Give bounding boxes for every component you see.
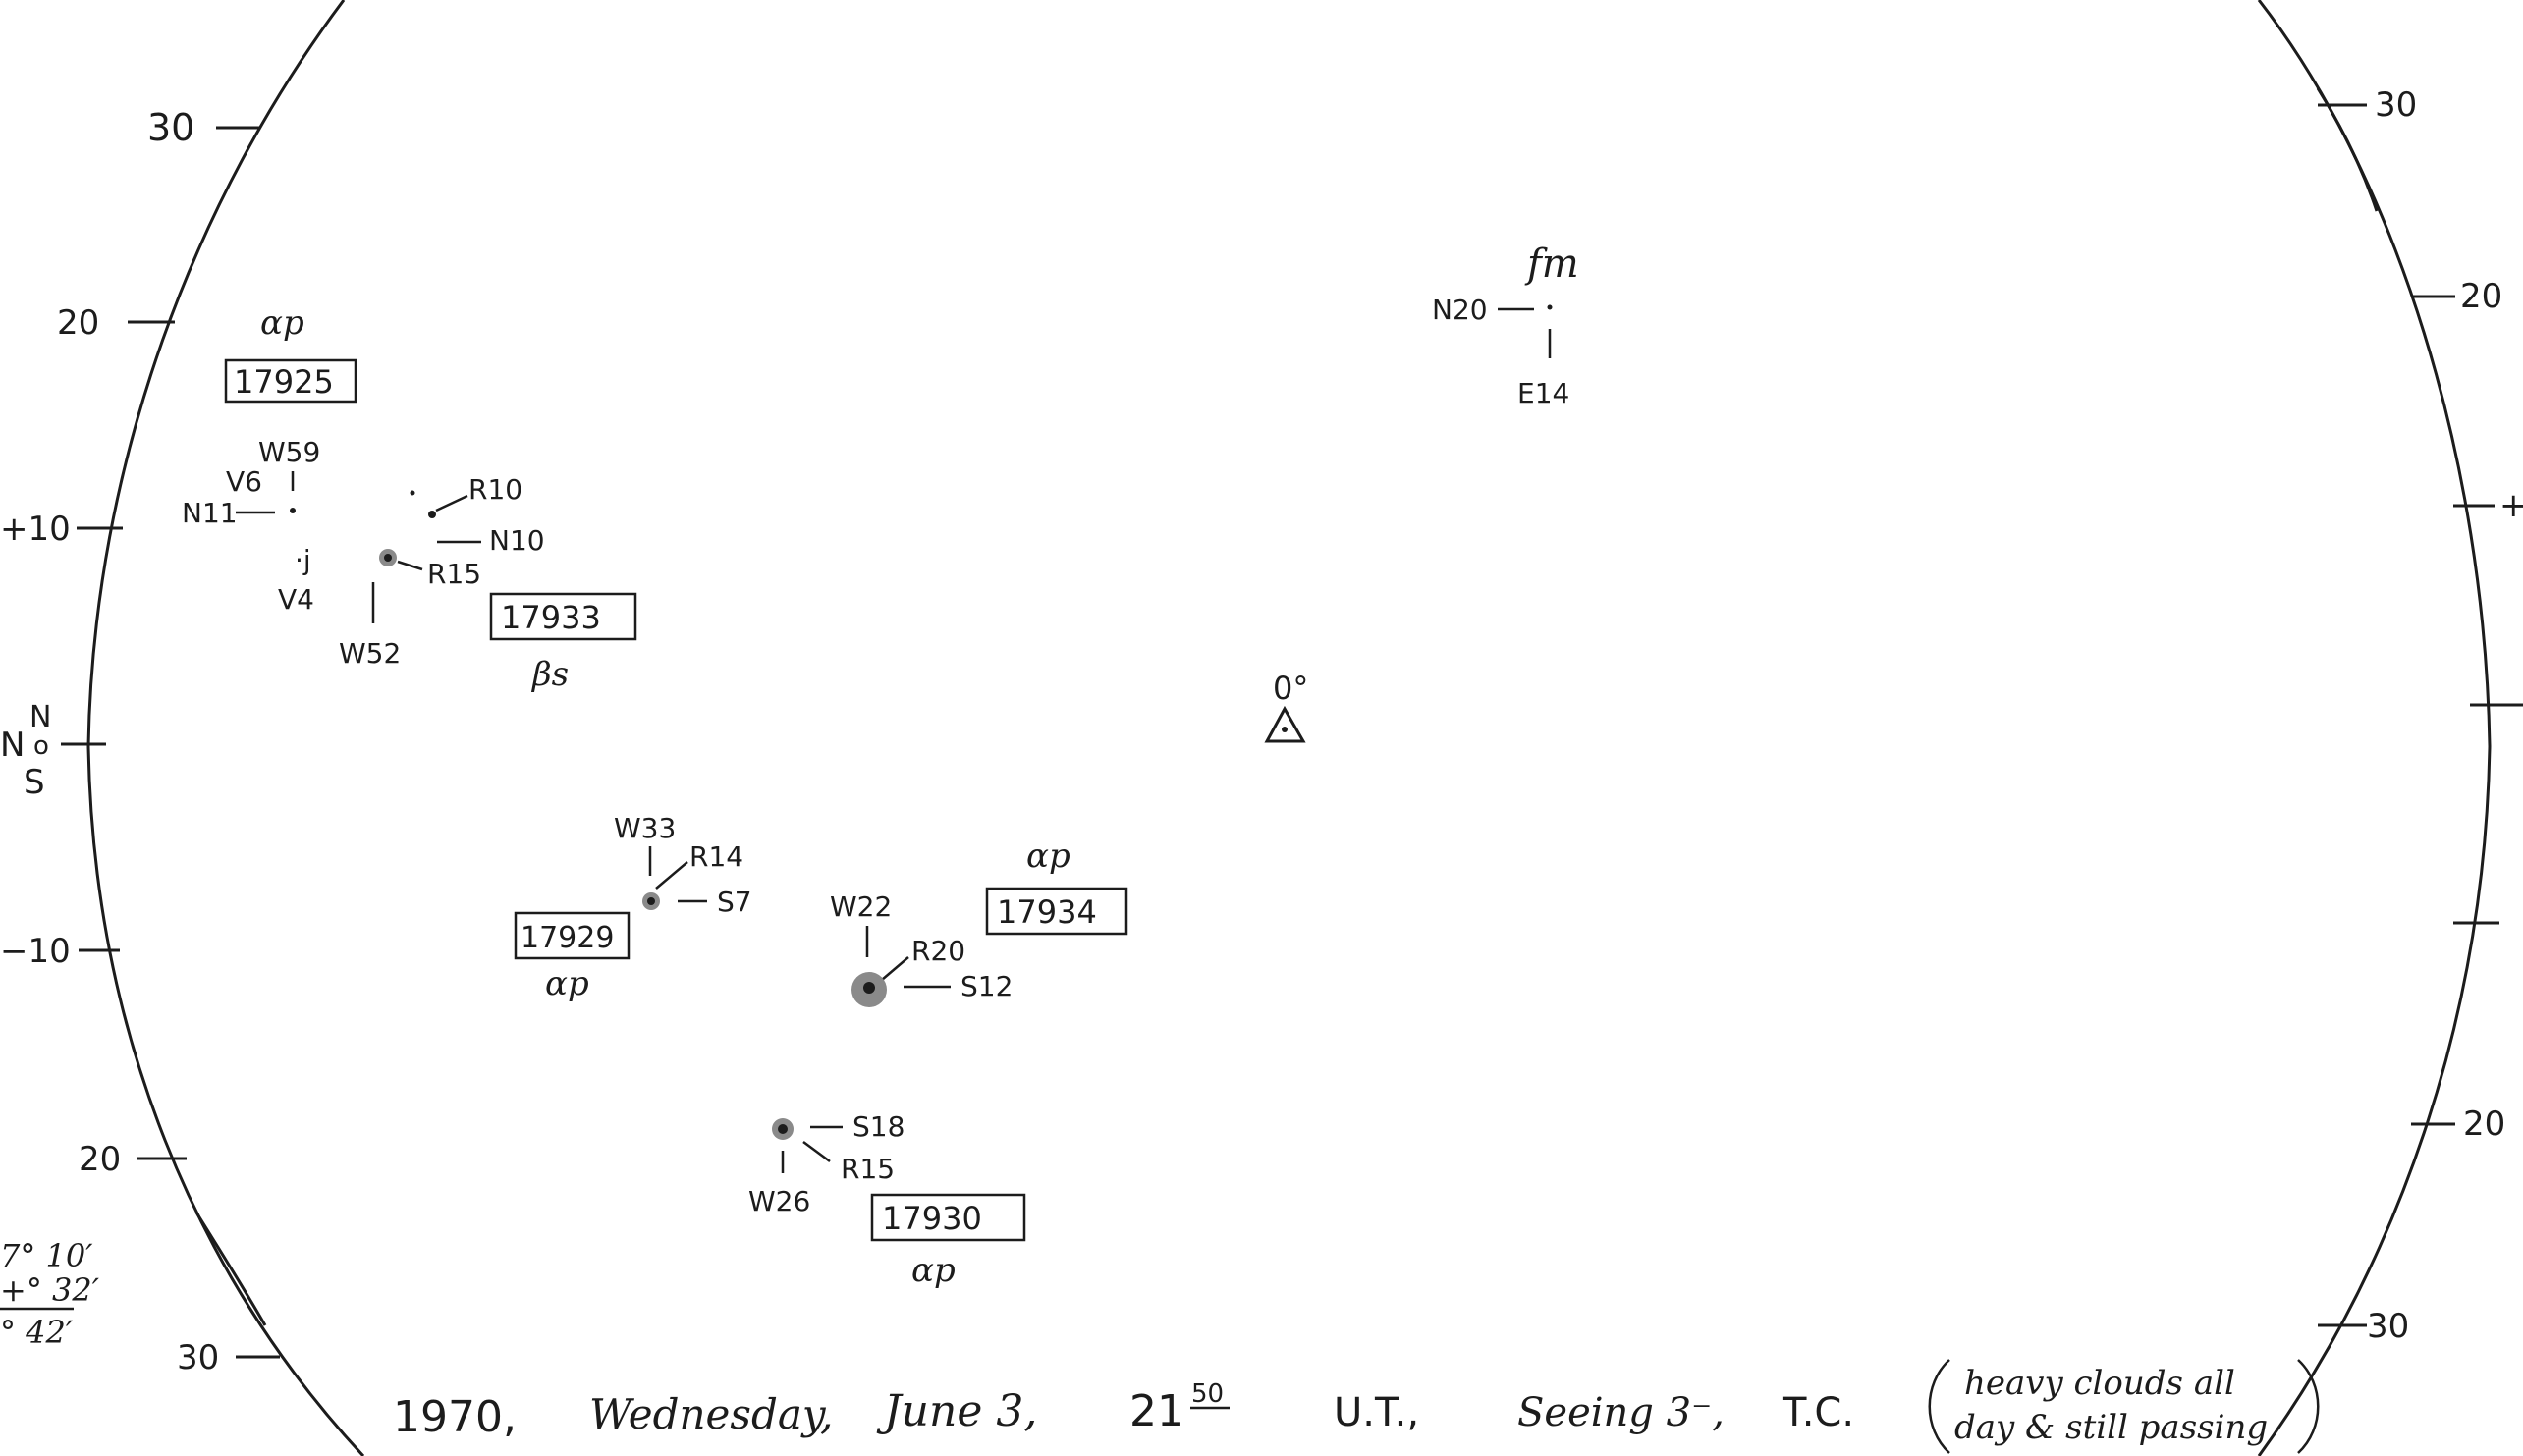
region-17933-box <box>489 592 637 641</box>
region-17925-j: ·j <box>295 544 311 576</box>
caption-note-paren-left <box>1928 1359 1950 1454</box>
region-17934-r: R20 <box>911 935 965 967</box>
right-tick-label-20: 20 <box>2460 277 2502 316</box>
region-17925-n: N11 <box>182 497 238 529</box>
solar-limb-left <box>86 0 365 1456</box>
region-17925-v-top: V6 <box>226 465 262 498</box>
caption-time-unit: U.T., <box>1334 1390 1419 1435</box>
region-17934-s: S12 <box>960 970 1013 1002</box>
region-17930-box <box>870 1193 1026 1242</box>
right-tick-label-minus20: 20 <box>2463 1105 2505 1144</box>
region-17929: W33 R14 S7 17929 αp <box>514 812 752 1003</box>
caption-year: 1970, <box>393 1392 517 1442</box>
region-17930-umbra <box>778 1124 788 1134</box>
region-17930-class: αp <box>911 1251 956 1290</box>
region-17930-r: R15 <box>841 1153 895 1185</box>
region-17934: αp 17934 W22 R20 S12 <box>830 836 1128 1007</box>
region-17929-r-line <box>655 861 688 890</box>
region-17934-number: 17934 <box>997 893 1097 931</box>
region-17929-class: αp <box>545 964 589 1003</box>
region-17933: R10 N10 R15 W52 17933 βs <box>339 473 637 694</box>
caption-note-line1: heavy clouds all <box>1964 1364 2235 1403</box>
caption-weekday: Wednesday, <box>589 1390 833 1438</box>
region-fm-n: N20 <box>1432 294 1488 326</box>
corner-angle-3: ° 42′ <box>0 1314 74 1351</box>
region-17933-r10-line <box>435 494 468 512</box>
region-17925-class: αp <box>260 303 304 343</box>
center-dot <box>1282 727 1288 732</box>
caption-note-line2: day & still passing <box>1954 1408 2268 1447</box>
left-tick-label-minus30: 30 <box>177 1338 219 1377</box>
caption-time-hour: 21 <box>1129 1386 1184 1436</box>
left-tick-label-20: 20 <box>57 303 99 343</box>
caption: 1970, Wednesday, June 3, 21 50 U.T., See… <box>393 1359 2320 1454</box>
region-17929-number: 17929 <box>521 921 614 955</box>
right-tick-label-minus30: 30 <box>2367 1307 2409 1346</box>
left-equator-south: S <box>24 763 45 802</box>
region-17933-class: βs <box>530 655 569 694</box>
caption-time-min: 50 <box>1191 1379 1224 1409</box>
region-17930-number: 17930 <box>882 1200 982 1237</box>
corner-angle-1: 7° 10′ <box>0 1237 93 1274</box>
right-tick-label-10: + <box>2499 486 2523 525</box>
region-fm: fm N20 E14 <box>1432 242 1579 409</box>
region-17934-w: W22 <box>830 890 892 923</box>
region-17925-box <box>224 358 357 404</box>
center-zero-label: 0° <box>1273 670 1308 707</box>
region-17930-s: S18 <box>852 1110 905 1143</box>
left-equator-left-letter: N <box>0 726 25 765</box>
left-tick-label-minus20: 20 <box>79 1140 121 1179</box>
limb-smudge-left-bottom <box>194 1212 267 1326</box>
region-17933-n: N10 <box>489 524 545 557</box>
region-17933-r-top: R10 <box>468 473 522 506</box>
region-17933-r: R15 <box>427 558 481 590</box>
region-17933-follower-spot <box>428 511 436 518</box>
left-equator-zero: o <box>33 731 49 761</box>
limb-smudge-right-top <box>2316 87 2379 212</box>
region-17925-number: 17925 <box>234 363 334 401</box>
region-17929-w: W33 <box>614 812 676 844</box>
solar-limb-right <box>2257 0 2492 1456</box>
region-fm-class: fm <box>1524 242 1579 287</box>
caption-seeing: Seeing 3⁻, <box>1517 1390 1725 1435</box>
center-triangle <box>1264 705 1306 743</box>
left-latitude-scale: 30 20 +10 N N o S −10 20 30 <box>0 106 280 1377</box>
corner-angle-2: +° 32′ <box>0 1271 100 1309</box>
region-17925-w: W59 <box>258 436 320 468</box>
caption-date: June 3, <box>876 1386 1037 1436</box>
region-17934-box <box>985 887 1128 936</box>
region-17933-small-spot <box>410 490 415 496</box>
region-17925-v-bottom: V4 <box>278 583 314 616</box>
caption-note-paren-right <box>2297 1359 2320 1454</box>
region-17933-w: W52 <box>339 637 401 670</box>
region-17930-r-line <box>802 1140 831 1163</box>
region-17934-r-line <box>881 956 909 981</box>
left-equator-north: N <box>29 700 51 734</box>
region-fm-spot <box>1547 304 1553 310</box>
left-tick-label-minus10: −10 <box>0 932 71 971</box>
region-17930-w: W26 <box>748 1185 810 1217</box>
region-17934-class: αp <box>1026 836 1070 876</box>
region-17930: S18 R15 W26 17930 αp <box>748 1110 1026 1290</box>
region-17929-box <box>514 911 631 960</box>
region-17929-umbra <box>647 897 655 905</box>
region-17933-number: 17933 <box>501 599 601 636</box>
disk-center-marker: 0° <box>1264 670 1308 743</box>
right-latitude-scale: 30 20 + 20 30 <box>2318 85 2523 1346</box>
right-tick-label-30: 30 <box>2375 85 2417 125</box>
corner-angle-notes: 7° 10′ +° 32′ ° 42′ <box>0 1237 100 1351</box>
left-tick-label-30: 30 <box>147 106 194 149</box>
region-17933-r15-line <box>397 560 423 571</box>
region-17934-umbra <box>863 982 875 994</box>
region-17925: αp 17925 W59 V6 N11 ·j V4 <box>182 303 357 616</box>
left-tick-label-plus10: +10 <box>0 510 71 549</box>
region-17925-spot <box>290 508 296 513</box>
region-17929-s: S7 <box>717 886 752 918</box>
caption-observer: T.C. <box>1782 1390 1854 1435</box>
region-17933-umbra <box>384 554 392 562</box>
region-fm-e: E14 <box>1517 377 1569 409</box>
region-17929-r: R14 <box>689 840 743 873</box>
